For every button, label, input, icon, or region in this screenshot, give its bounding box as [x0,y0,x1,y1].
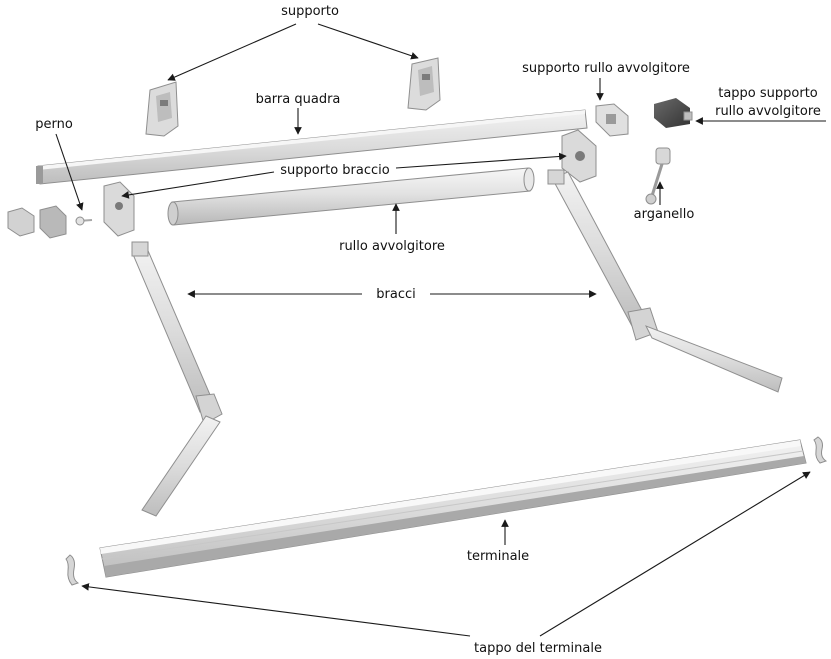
pivot-pin [75,216,93,226]
roller-support-cap [654,98,693,128]
label-terminale: terminale [467,549,529,564]
arm-support-left [103,181,135,237]
support-left [145,81,179,137]
terminal-cap-right [813,436,828,464]
label-supporto-braccio: supporto braccio [280,163,389,178]
leader-lines [55,23,826,637]
arm-right [547,169,783,393]
square-bar [36,109,588,185]
terminal-cap-left [65,554,80,586]
label-tappo-supporto-line2: rullo avvolgitore [715,104,821,119]
label-supporto-rullo-avvolgitore: supporto rullo avvolgitore [522,61,690,76]
label-rullo-avvolgitore: rullo avvolgitore [339,239,445,254]
arm-support-right [561,129,597,183]
roller-tube [167,167,535,226]
labels: supporto barra quadra supporto rullo avv… [35,4,821,656]
left-end-cap [7,207,35,237]
label-supporto: supporto [281,4,339,19]
winch [645,147,671,205]
label-tappo-del-terminale: tappo del terminale [474,641,602,656]
label-bracci: bracci [376,287,415,302]
roller-support [595,103,629,137]
label-arganello: arganello [634,207,695,222]
left-cap-bracket [39,205,67,239]
front-bar [99,439,807,578]
label-perno: perno [35,117,73,132]
arm-left [131,241,223,517]
label-barra-quadra: barra quadra [256,92,341,107]
label-tappo-supporto-line1: tappo supporto [718,86,818,101]
support-right [407,57,441,111]
